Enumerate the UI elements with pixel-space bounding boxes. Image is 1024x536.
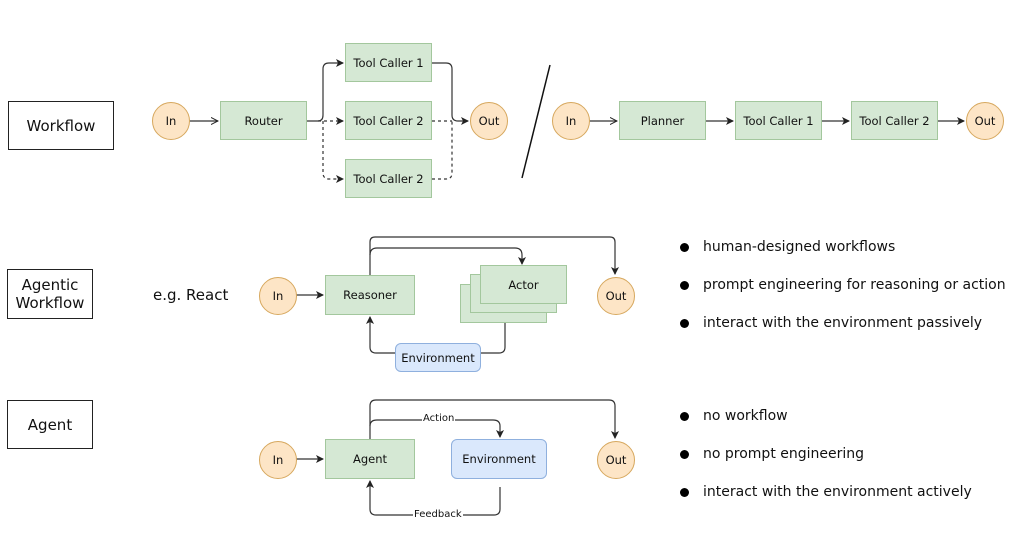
- edge-router-tool3: [322, 121, 344, 183]
- agent-in-node: In: [259, 441, 297, 479]
- agentic-out-node: Out: [597, 277, 635, 315]
- bullet-icon: [680, 318, 689, 328]
- tool-caller-node: Tool Caller 2: [345, 159, 432, 198]
- edge-reasoner-actor: [369, 247, 526, 265]
- example-label: e.g. React: [153, 286, 229, 304]
- row-label-agent-text: Agent: [27, 415, 73, 434]
- workflow-out-node: Out: [470, 102, 508, 140]
- row-label-agentic-line2: Workflow: [15, 294, 85, 312]
- bullet-text: interact with the environment actively: [703, 484, 972, 500]
- bullet-item: human-designed workflows: [676, 228, 1006, 266]
- agentic-in-node: In: [259, 277, 297, 315]
- agent-out-node: Out: [597, 441, 635, 479]
- bullet-icon: [680, 280, 689, 290]
- divider-slash: [521, 64, 551, 179]
- row-label-agentic-workflow: Agentic Workflow: [7, 269, 93, 319]
- sequential-in-node: In: [552, 102, 590, 140]
- tool-caller-node: Tool Caller 1: [345, 43, 432, 82]
- row-label-workflow: Workflow: [8, 101, 114, 150]
- edge-agent-out: [369, 399, 619, 439]
- agent-bullets: no workflow no prompt engineering intera…: [676, 397, 972, 511]
- bullet-icon: [680, 411, 689, 421]
- reasoner-node: Reasoner: [325, 275, 415, 315]
- agentic-workflow-bullets: human-designed workflows prompt engineer…: [676, 228, 1006, 342]
- edge-agent-environment: [369, 419, 504, 438]
- bullet-item: no workflow: [676, 397, 972, 435]
- edge-tool3-out: [432, 121, 453, 180]
- actor-node: Actor: [480, 265, 567, 304]
- bullet-item: no prompt engineering: [676, 435, 972, 473]
- workflow-in-node: In: [152, 102, 190, 140]
- sequential-out-node: Out: [966, 102, 1004, 140]
- sequential-tool-caller-1-node: Tool Caller 1: [735, 101, 822, 140]
- row-label-agent: Agent: [7, 400, 93, 449]
- row-label-agentic-line1: Agentic: [21, 276, 79, 294]
- action-edge-label: Action: [422, 413, 456, 424]
- bullet-icon: [680, 449, 689, 459]
- agent-node: Agent: [325, 439, 415, 479]
- bullet-icon: [680, 242, 689, 252]
- planner-node: Planner: [619, 101, 706, 140]
- router-node: Router: [220, 101, 307, 140]
- bullet-text: no prompt engineering: [703, 446, 865, 462]
- edge-reasoner-out: [369, 236, 619, 275]
- edge-router-tool1: [307, 59, 344, 122]
- bullet-item: interact with the environment actively: [676, 473, 972, 511]
- bullet-icon: [680, 487, 689, 497]
- bullet-item: prompt engineering for reasoning or acti…: [676, 266, 1006, 304]
- bullet-text: human-designed workflows: [703, 239, 896, 255]
- edge-environment-reasoner: [366, 316, 395, 354]
- bullet-item: interact with the environment passively: [676, 304, 1006, 342]
- agent-environment-node: Environment: [451, 439, 547, 479]
- sequential-tool-caller-2-node: Tool Caller 2: [851, 101, 938, 140]
- feedback-edge-label: Feedback: [413, 509, 463, 520]
- bullet-text: no workflow: [703, 408, 788, 424]
- bullet-text: prompt engineering for reasoning or acti…: [703, 277, 1006, 293]
- bullet-text: interact with the environment passively: [703, 315, 983, 331]
- tool-caller-node: Tool Caller 2: [345, 101, 432, 140]
- edge-tool1-out: [432, 62, 469, 125]
- row-label-workflow-text: Workflow: [26, 116, 96, 135]
- agentic-environment-node: Environment: [395, 343, 481, 372]
- edge-actor-environment: [481, 323, 506, 354]
